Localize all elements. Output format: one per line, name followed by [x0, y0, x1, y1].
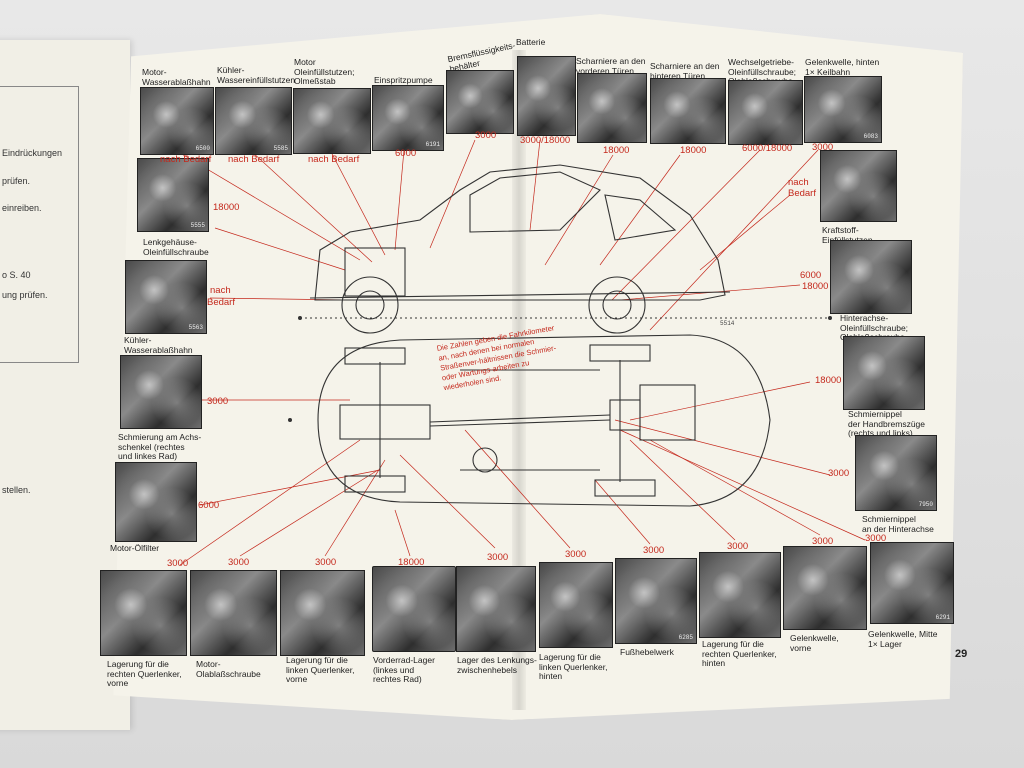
interval-label: 3000: [865, 533, 887, 544]
photo-rear-driveshaft: 6083: [804, 76, 882, 143]
interval-label: 3000: [487, 552, 509, 563]
photo-caption: Lagerung für die linken Querlenker, vorn…: [286, 655, 355, 684]
left-text-line: stellen.: [2, 485, 31, 495]
photo-caption: Lagerung für die rechten Querlenker, vor…: [107, 659, 182, 688]
interval-label: nach Bedarf: [308, 154, 360, 165]
left-page-frame: [0, 86, 79, 363]
photo-left-front-wishbone: [280, 570, 365, 656]
page-fold: [512, 50, 526, 710]
interval-label: 3000: [727, 541, 749, 552]
photo-right-rear-wishbone: [699, 552, 781, 638]
car-top-view: [317, 334, 771, 507]
photo-caption: Vorderrad-Lager (linkes und rechtes Rad): [373, 655, 435, 684]
photo-caption: Gelenkwelle, Mitte 1× Lager: [868, 629, 938, 649]
photo-oil-filler: [293, 88, 371, 154]
interval-label: nach Bedarf: [160, 154, 212, 165]
photo-radiator-drain: 5563: [125, 260, 207, 334]
interval-label: 18000: [398, 557, 425, 568]
left-text-line: Eindrückungen: [2, 148, 63, 158]
left-text-line: einreiben.: [2, 203, 42, 213]
interval-label: nach Bedarf: [228, 154, 280, 165]
photo-caption: Motor- Wasserablaßhahn: [142, 67, 211, 87]
photo-caption: Lager des Lenkungs- zwischenhebels: [457, 655, 537, 675]
interval-label: 3000/18000: [520, 135, 571, 146]
photo-front-driveshaft: [783, 546, 867, 630]
left-text-line: o S. 40: [2, 270, 31, 280]
photo-battery: [517, 56, 576, 136]
photo-rear-axle-oil: [830, 240, 912, 314]
photo-caption: Kraftstoff- Einfüllstutzen: [822, 225, 873, 244]
photo-engine-drain: 6500: [140, 87, 214, 155]
interval-label: nach: [210, 285, 231, 296]
photo-rear-door-hinges: [650, 78, 726, 144]
photo-center-driveshaft: 6291: [870, 542, 954, 624]
car-side-view: [300, 164, 830, 334]
interval-label: 3000: [315, 557, 337, 568]
interval-label: nach: [788, 177, 809, 188]
photo-right-front-wishbone: [100, 570, 187, 656]
page-number: 29: [955, 648, 968, 660]
photo-radiator-filler: 5585: [215, 87, 292, 155]
photo-left-rear-wishbone: [539, 562, 613, 648]
interval-label: 6000: [198, 500, 220, 511]
interval-label: 3000: [828, 468, 850, 479]
interval-label: 3000: [228, 557, 250, 568]
interval-label: 3000: [167, 558, 189, 569]
interval-label: 6000/18000: [742, 143, 793, 154]
photo-caption: Lagerung für die linken Querlenker, hint…: [539, 652, 608, 681]
photo-stub-axle: [120, 355, 202, 429]
photo-caption: Schmiernippel der Handbremszüge (rechts …: [848, 409, 926, 438]
photo-caption: Schmiernippel an der Hinterachse: [862, 514, 934, 534]
photo-handbrake-nipples: [843, 336, 925, 410]
interval-label: 18000: [680, 145, 707, 156]
interval-label: 18000: [213, 202, 240, 213]
photo-caption: Batterie: [516, 37, 546, 47]
photo-caption: Einspritzpumpe: [374, 75, 433, 85]
interval-label: 3000: [812, 536, 834, 547]
diagram-id: 5514: [720, 320, 735, 327]
photo-caption: Fußhebelwerk: [620, 647, 674, 657]
photo-pedal-assembly: 6285: [615, 558, 697, 644]
interval-label: 3000: [207, 396, 229, 407]
photo-caption: Schmierung am Achs- schenkel (rechtes un…: [118, 432, 202, 461]
interval-label: Bedarf: [207, 297, 235, 308]
photo-caption: Motor-Ölfilter: [110, 543, 160, 553]
photo-caption: Lenkgehäuse- Oleinfüllschraube: [143, 237, 209, 257]
photo-caption: Lagerung für die rechten Querlenker, hin…: [702, 639, 777, 668]
interval-label: 6000: [395, 148, 417, 159]
photo-caption: Scharniere an den vorderen Türen: [576, 56, 646, 76]
interval-label: 3000: [565, 549, 587, 560]
photo-fuel-filler: [820, 150, 897, 222]
photo-oil-filter: [115, 462, 197, 542]
left-text-line: prüfen.: [2, 176, 31, 186]
interval-label: 6000: [800, 270, 822, 281]
interval-label: 18000: [802, 281, 829, 292]
interval-label: 3000: [475, 130, 497, 141]
photo-brake-fluid: [446, 70, 514, 134]
interval-label: Bedarf: [788, 188, 816, 199]
interval-label: 18000: [603, 145, 630, 156]
photo-caption: Scharniere an den hinteren Türen: [650, 61, 720, 81]
photo-caption: Kühler- Wassereinfüllstutzen: [217, 65, 296, 85]
interval-label: 3000: [643, 545, 665, 556]
photo-steering-box: 5555: [137, 158, 209, 232]
interval-label: 18000: [815, 375, 842, 386]
photo-caption: Motor Oleinfüllstutzen; Olmeßstab: [294, 57, 355, 86]
photo-rear-axle-nipple: 7950: [855, 435, 937, 511]
photo-caption: Gelenkwelle, vorne: [790, 633, 839, 653]
left-text-line: ung prüfen.: [2, 290, 48, 300]
photo-caption: Gelenkwelle, hinten 1× Keilbahn: [805, 57, 880, 77]
photo-front-door-hinges: [577, 73, 647, 143]
photo-engine-oil-drain: [190, 570, 277, 656]
photo-gearbox-oil: [728, 80, 803, 145]
photo-steering-idler: [456, 566, 536, 652]
photo-caption: Kühler- Wasserablaßhahn: [124, 335, 193, 355]
photo-front-wheel-bearing: [372, 566, 456, 652]
interval-label: 3000: [812, 142, 834, 153]
photo-injection-pump: 6191: [372, 85, 444, 151]
photo-caption: Motor- Olablaßschraube: [196, 659, 261, 679]
